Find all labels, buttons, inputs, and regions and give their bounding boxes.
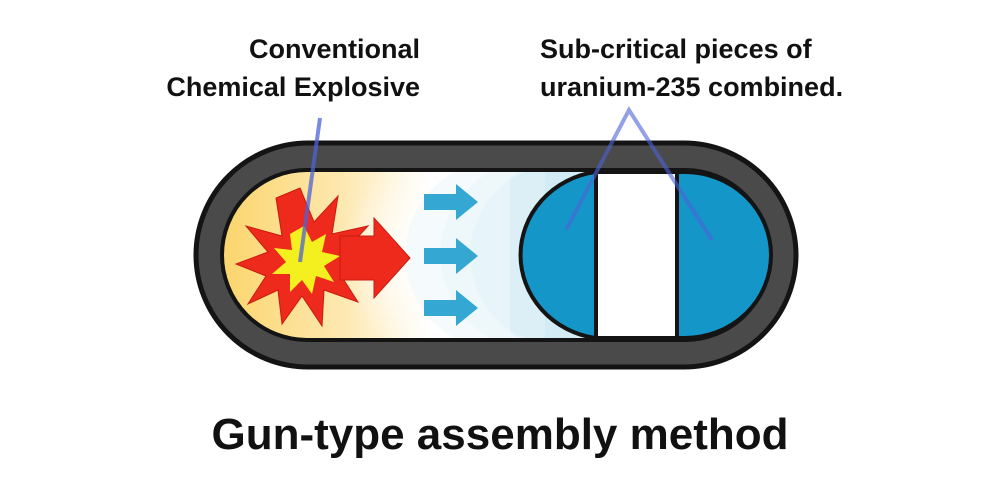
label-uranium: Sub-critical pieces of uranium-235 combi… xyxy=(540,30,843,106)
diagram-caption: Gun-type assembly method xyxy=(211,410,789,459)
motion-arrow-icon xyxy=(424,290,478,326)
pointer-explosive xyxy=(298,117,322,263)
motion-arrow-icon xyxy=(424,184,478,220)
uranium-target xyxy=(675,170,773,340)
gap xyxy=(594,170,679,340)
pointer-uranium xyxy=(564,106,714,242)
label-uranium-line-1: Sub-critical pieces of xyxy=(540,34,812,64)
thrust-arrow-icon xyxy=(339,216,411,300)
label-explosive-line-1: Conventional xyxy=(248,34,420,64)
label-explosive: Conventional Chemical Explosive xyxy=(166,30,420,106)
uranium-projectile xyxy=(518,170,598,340)
label-uranium-line-2: uranium-235 combined. xyxy=(540,72,844,102)
motion-arrows xyxy=(424,184,478,326)
label-explosive-line-2: Chemical Explosive xyxy=(166,72,420,102)
motion-arrow-icon xyxy=(424,238,478,274)
explosion-core xyxy=(272,226,340,294)
